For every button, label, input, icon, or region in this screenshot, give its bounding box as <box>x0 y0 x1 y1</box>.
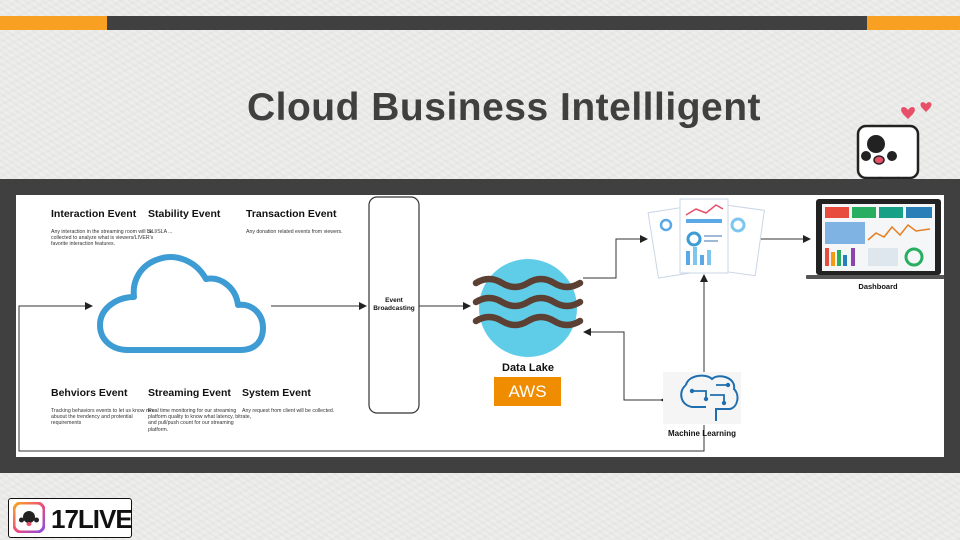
camera-logo-icon <box>13 502 45 533</box>
event-description: Tracking behaviors events to let us know… <box>51 408 155 427</box>
cloud-icon <box>97 254 266 353</box>
event-block-streaming: Streaming Event Real time monitoring for… <box>148 387 253 433</box>
event-title: Interaction Event <box>51 208 137 220</box>
event-block-stability: Stability Event SLI/SLA ... <box>148 208 253 235</box>
brand-logo-text: 17LIVE <box>51 504 133 534</box>
event-description: Any request from client will be collecte… <box>242 408 335 414</box>
top-accent-bar-left <box>0 16 107 30</box>
arrow-datalake-to-reports <box>583 235 648 279</box>
brand-logo: 17LIVE <box>8 498 133 538</box>
event-title: Behviors Event <box>51 387 128 399</box>
aws-badge: AWS <box>494 377 561 406</box>
event-broadcasting-box <box>368 196 420 414</box>
event-broadcasting-label: Event Broadcasting <box>373 297 415 312</box>
slide-title: Cloud Business Intellligent <box>246 86 762 129</box>
mascot-icon <box>856 102 932 194</box>
event-title: Transaction Event <box>246 208 337 220</box>
event-block-transaction: Transaction Event Any donation related e… <box>246 208 351 235</box>
machine-learning-label: Machine Learning <box>667 429 736 438</box>
event-description: SLI/SLA ... <box>148 229 173 235</box>
feedback-loop-line <box>18 302 705 452</box>
event-title: Stability Event <box>148 208 221 220</box>
top-dark-bar <box>107 16 867 30</box>
dashboard-icon <box>806 199 944 279</box>
event-block-interaction: Interaction Event Any interaction in the… <box>51 208 156 248</box>
arrow-ml-datalake-bidirectional <box>583 328 668 404</box>
top-accent-bar-right <box>867 16 960 30</box>
architecture-diagram: Interaction Event Any interaction in the… <box>16 195 944 457</box>
event-title: System Event <box>242 387 311 399</box>
dashboard-label: Dashboard <box>858 282 898 291</box>
event-description: Any interaction in the streaming room wi… <box>51 229 154 248</box>
reports-icon <box>647 198 765 279</box>
event-title: Streaming Event <box>148 387 231 399</box>
event-block-system: System Event Any request from client wil… <box>242 387 347 414</box>
event-description: Real time monitoring for our streaming p… <box>148 408 252 433</box>
data-lake-label: Data Lake <box>502 362 554 374</box>
data-lake-icon <box>472 259 584 357</box>
event-description: Any donation related events from viewers… <box>246 229 343 235</box>
event-block-behaviors: Behviors Event Tracking behaviors events… <box>51 387 156 427</box>
machine-learning-icon <box>663 372 741 424</box>
